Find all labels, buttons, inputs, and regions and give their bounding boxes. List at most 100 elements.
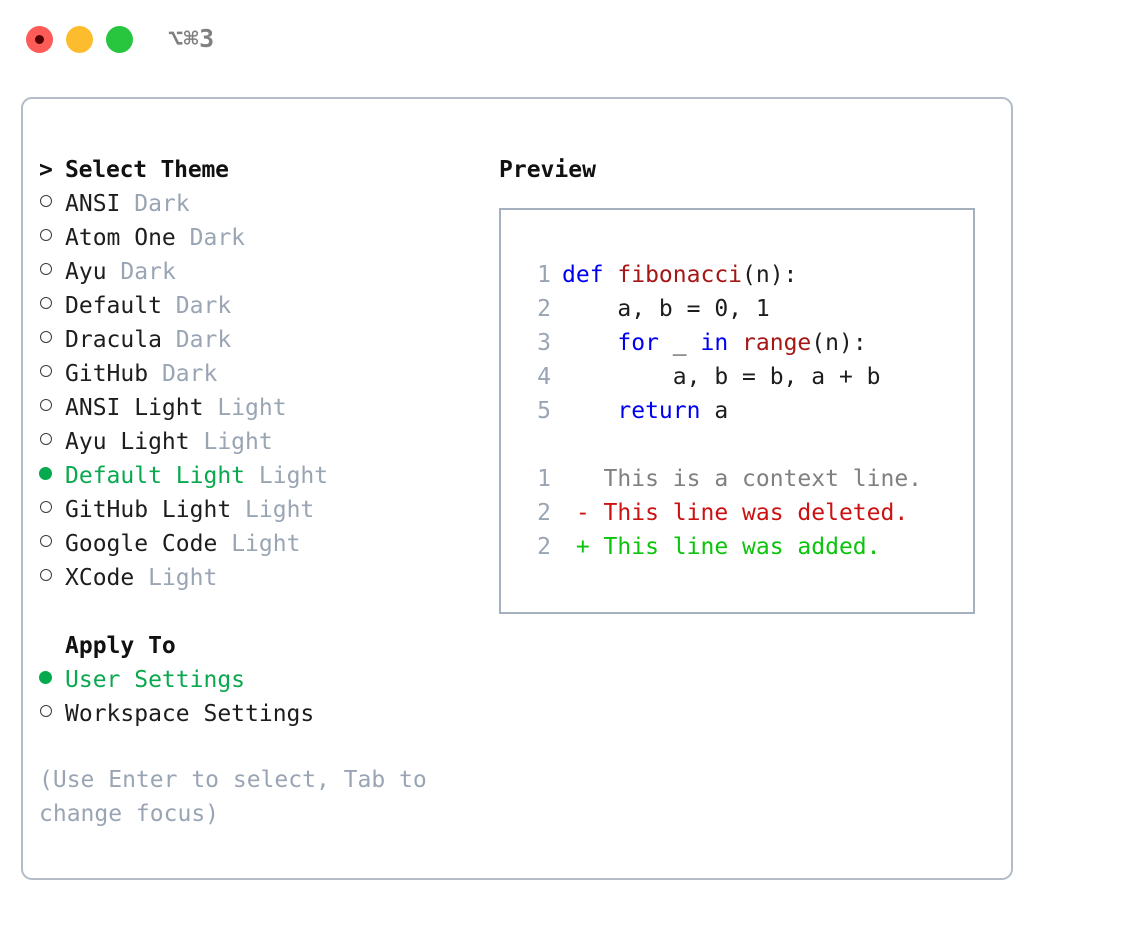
theme-option-google-code[interactable]: Google Code Light (39, 527, 479, 561)
theme-option-github-light[interactable]: GitHub Light Light (39, 493, 479, 527)
theme-option-label: ANSI Light (65, 395, 204, 421)
theme-option-variant: Dark (161, 361, 218, 387)
window-titlebar: ⌥⌘3 (0, 0, 1140, 78)
apply-to-option-workspace-settings[interactable]: Workspace Settings (39, 697, 479, 731)
theme-option-variant: Light (203, 429, 273, 455)
diff-line-number: 2 (537, 534, 551, 560)
radio-dot (40, 535, 52, 547)
theme-option-label: GitHub Light (65, 497, 232, 523)
radio-dot (40, 569, 52, 581)
theme-option-xcode[interactable]: XCode Light (39, 561, 479, 595)
code-line: 4 a, b = b, a + b (501, 360, 973, 394)
theme-option-variant: Dark (175, 327, 232, 353)
code-token-fn: range (742, 330, 812, 356)
theme-option-default-light[interactable]: Default Light Light (39, 459, 479, 493)
theme-option-variant: Dark (189, 225, 246, 251)
theme-option-ayu[interactable]: Ayu Dark (39, 255, 479, 289)
theme-option-ayu-light[interactable]: Ayu Light Light (39, 425, 479, 459)
radio-dot (39, 671, 52, 684)
theme-option-variant: Light (258, 463, 329, 489)
theme-option-variant: Light (245, 497, 315, 523)
apply-to-option-label: Workspace Settings (65, 701, 315, 727)
theme-option-atom-one[interactable]: Atom One Dark (39, 221, 479, 255)
diff-line-text: + This line was added. (562, 534, 881, 560)
theme-option-ansi-light[interactable]: ANSI Light Light (39, 391, 479, 425)
theme-option-label: Google Code (65, 531, 218, 557)
radio-dot (39, 467, 52, 480)
theme-option-label: Dracula (65, 327, 162, 353)
theme-option-dracula[interactable]: Dracula Dark (39, 323, 479, 357)
code-token-kw: return (617, 398, 701, 424)
theme-option-ansi[interactable]: ANSI Dark (39, 187, 479, 221)
theme-option-variant: Light (217, 395, 287, 421)
code-token-plain: a (700, 398, 729, 424)
code-token-plain: _ (658, 330, 701, 356)
theme-option-variant: Dark (120, 259, 176, 285)
code-line-text: for _ in range(n): (562, 326, 866, 360)
code-line: 2 a, b = 0, 1 (501, 292, 973, 326)
radio-dot (40, 229, 52, 241)
theme-list-title: Select Theme (65, 157, 229, 183)
code-token-kw: for (617, 330, 659, 356)
code-line-text: a, b = b, a + b (562, 360, 881, 394)
diff-line-number: 1 (537, 466, 551, 492)
code-token-plain: a, b = 0, 1 (562, 296, 770, 322)
diff-line-ctx: 1 This is a context line. (501, 462, 973, 496)
prompt-caret-icon: > (39, 157, 53, 183)
section-spacer (39, 595, 479, 629)
maximize-button[interactable] (106, 26, 133, 53)
theme-option-label: XCode (65, 565, 135, 591)
theme-option-default[interactable]: Default Dark (39, 289, 479, 323)
theme-option-label: Ayu (65, 259, 107, 285)
minimize-button[interactable] (66, 26, 93, 53)
code-diff-spacer (501, 428, 973, 462)
code-token-plain: (n): (742, 262, 798, 288)
apply-to-option-label: User Settings (65, 667, 246, 693)
theme-option-github[interactable]: GitHub Dark (39, 357, 479, 391)
radio-dot (40, 705, 52, 717)
keyboard-hint-text: (Use Enter to select, Tab to change focu… (39, 767, 441, 827)
code-token-kw: def (562, 262, 618, 288)
diff-line-text: - This line was deleted. (562, 500, 909, 526)
radio-dot (40, 195, 52, 207)
theme-option-variant: Light (231, 531, 301, 557)
diff-sample: 1 This is a context line.2 - This line w… (501, 462, 973, 564)
code-line-number: 4 (537, 364, 551, 390)
code-line: 5 return a (501, 394, 973, 428)
theme-option-label: Default (65, 293, 162, 319)
radio-dot (40, 297, 52, 309)
code-line-number: 3 (537, 330, 551, 356)
code-token-fn: fibonacci (617, 262, 743, 288)
theme-option-variant: Dark (134, 191, 190, 217)
code-line: 3 for _ in range(n): (501, 326, 973, 360)
code-token-plain (562, 398, 617, 424)
radio-dot (40, 331, 52, 343)
diff-line-del: 2 - This line was deleted. (501, 496, 973, 530)
theme-option-variant: Dark (175, 293, 232, 319)
theme-option-label: Atom One (65, 225, 176, 251)
close-button[interactable] (26, 26, 53, 53)
theme-option-variant: Light (148, 565, 218, 591)
radio-dot (40, 365, 52, 377)
code-line: 1 def fibonacci(n): (501, 258, 973, 292)
theme-option-label: Ayu Light (65, 429, 190, 455)
code-token-plain (728, 330, 742, 356)
code-line-number: 5 (537, 398, 551, 424)
keyboard-shortcut-label: ⌥⌘3 (168, 24, 215, 53)
diff-line-add: 2 + This line was added. (501, 530, 973, 564)
apply-to-option-user-settings[interactable]: User Settings (39, 663, 479, 697)
code-line-number: 1 (537, 262, 551, 288)
radio-dot (40, 263, 52, 275)
theme-option-label: Default Light (65, 463, 246, 489)
code-token-plain (562, 330, 617, 356)
theme-option-label: ANSI (65, 191, 121, 217)
code-token-kw: in (700, 330, 729, 356)
radio-dot (40, 501, 52, 513)
